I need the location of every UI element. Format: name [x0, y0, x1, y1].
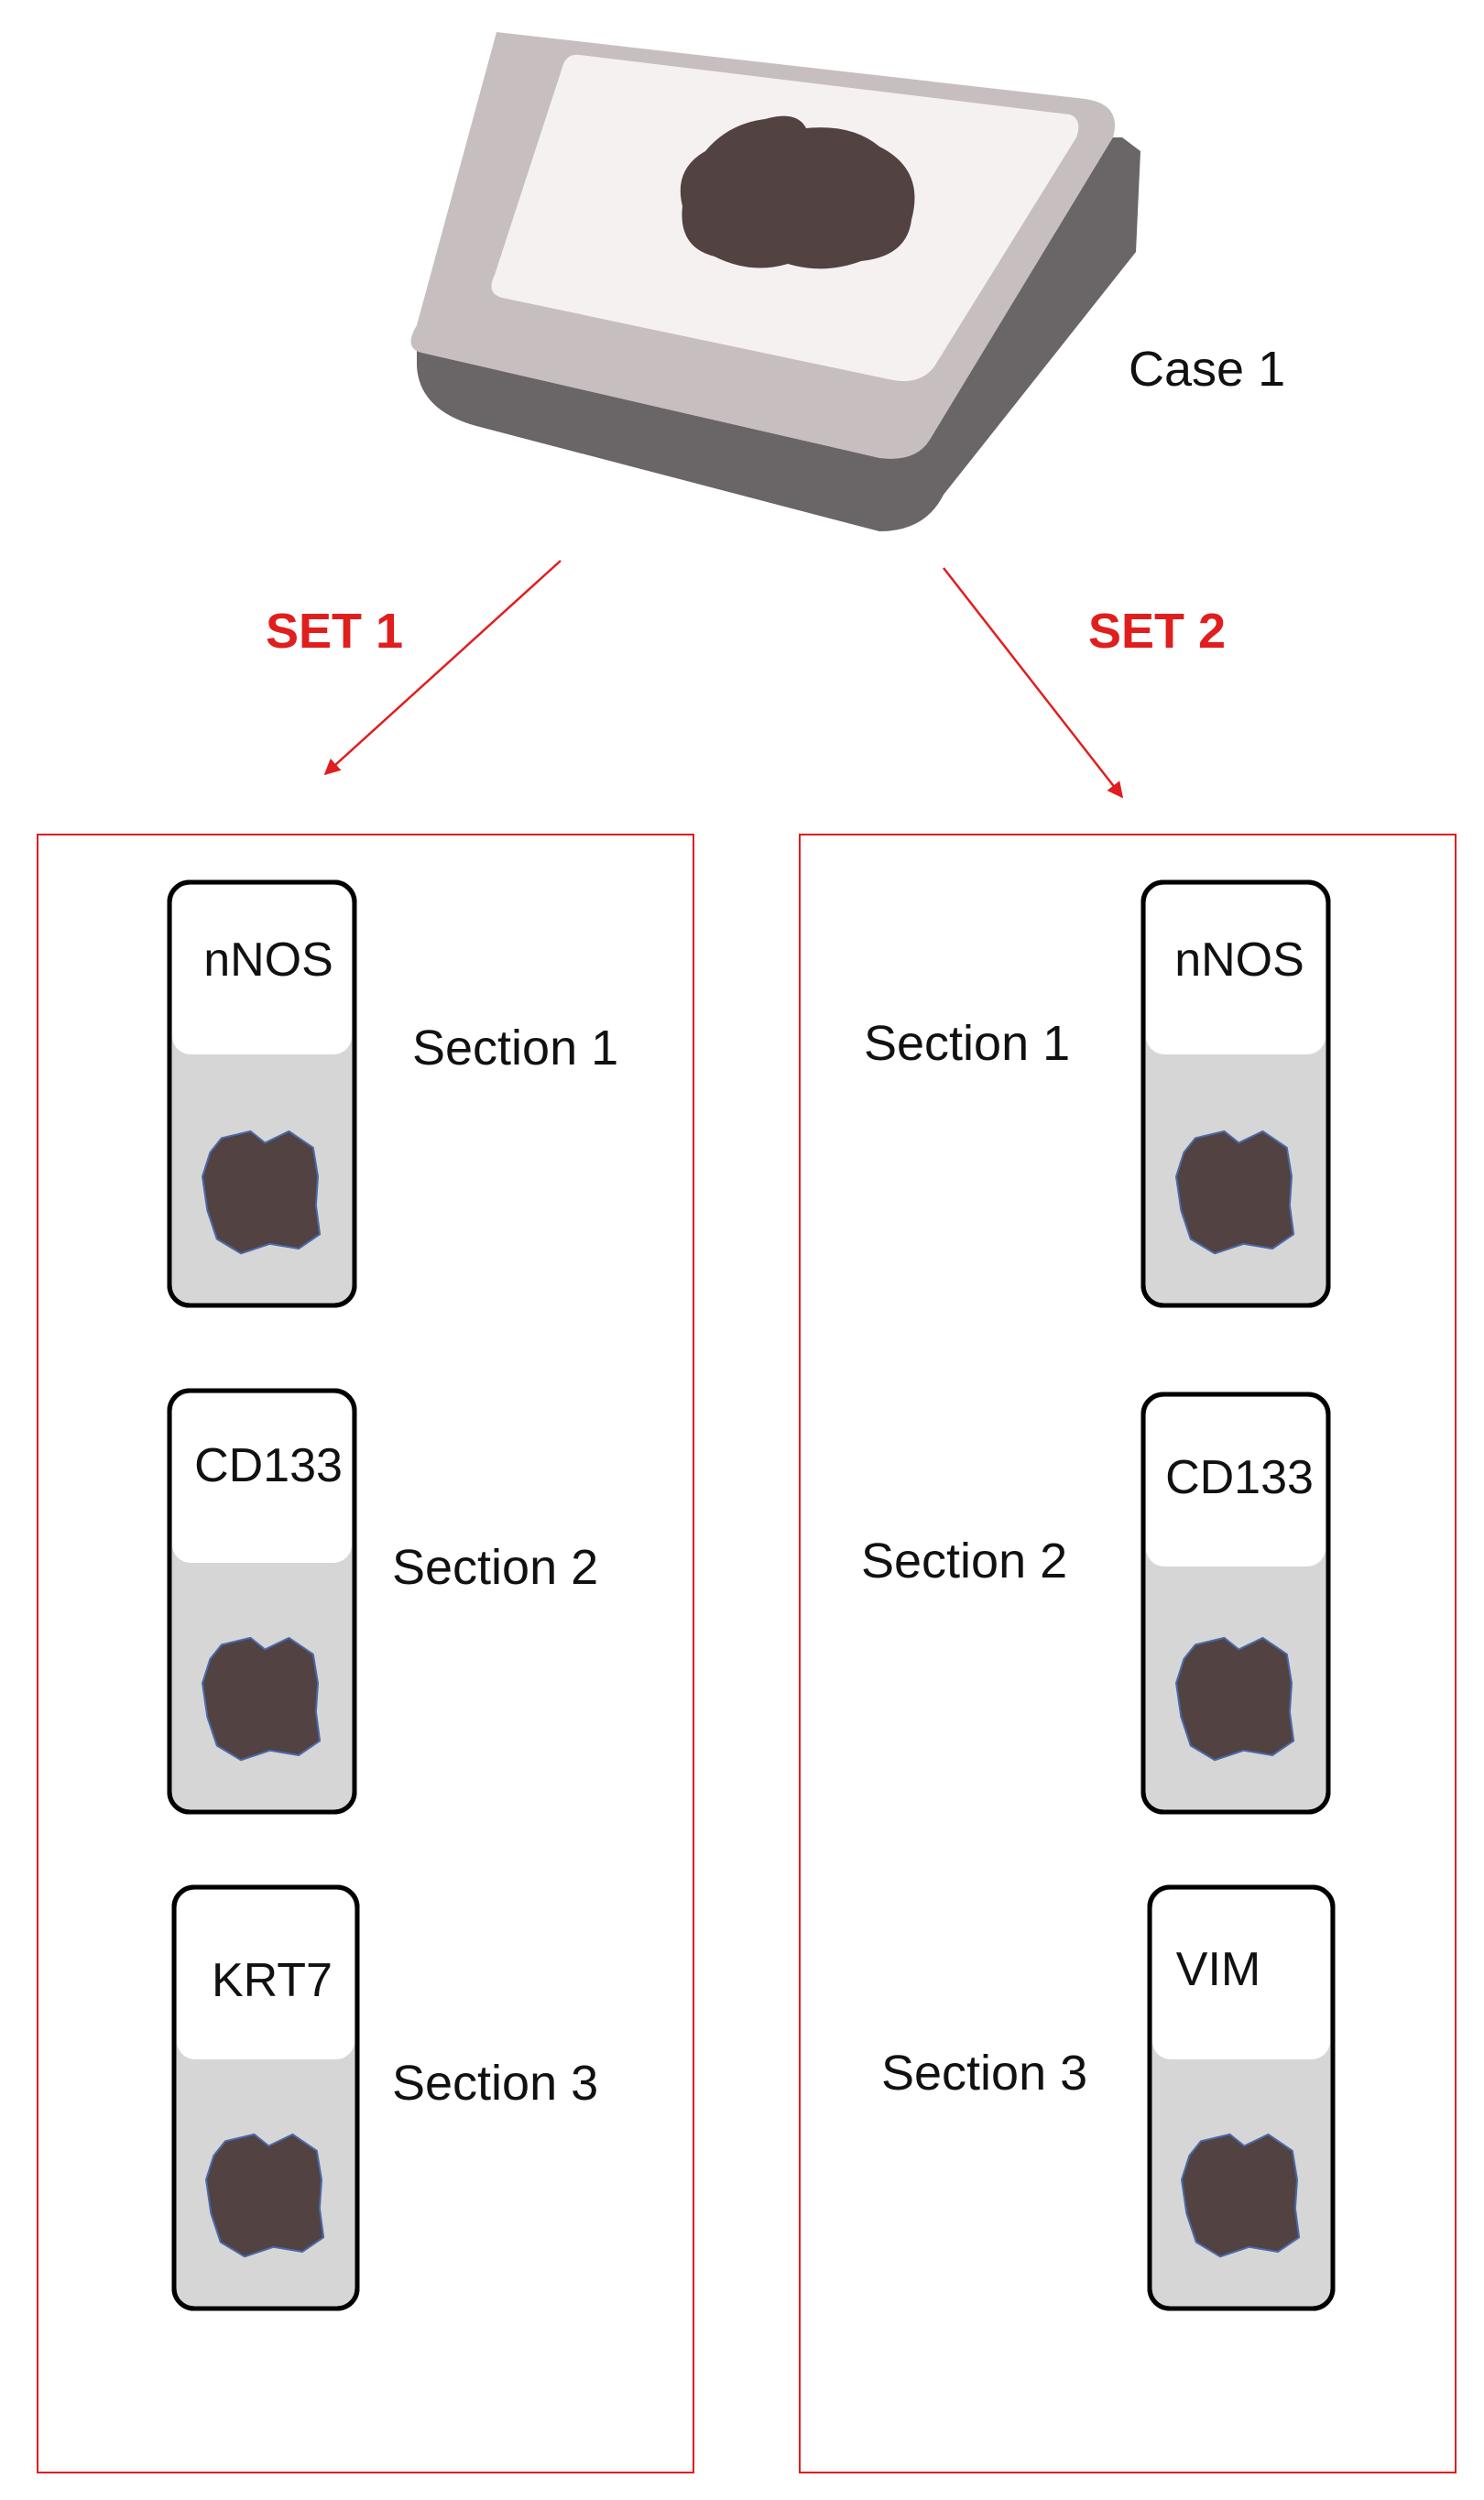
tissue-sample-icon: [1181, 2133, 1301, 2258]
set1-section2-label: Section 2: [392, 1540, 599, 1595]
glass-slide-icon: [171, 1884, 360, 2311]
set1-slide2-marker: CD133: [194, 1439, 343, 1492]
set1-arrow-icon: [323, 560, 562, 776]
glass-slide-icon: [1140, 1392, 1331, 1815]
set1-section1-label: Section 1: [412, 1021, 619, 1075]
set2-section2-label: Section 2: [861, 1534, 1068, 1588]
set2-slide3-marker: VIM: [1175, 1943, 1261, 1996]
set1-box: [37, 834, 694, 2473]
tissue-sample-icon: [205, 2133, 325, 2258]
set1-label: SET 1: [266, 604, 404, 659]
tissue-sample-icon: [202, 1636, 322, 1762]
tissue-sample-icon: [1175, 1130, 1295, 1255]
set2-box: [799, 834, 1457, 2473]
tissue-sample-icon: [202, 1130, 322, 1255]
set2-slide1-marker: nNOS: [1174, 933, 1304, 987]
glass-slide-icon: [1147, 1884, 1336, 2311]
glass-slide-icon: [1140, 879, 1331, 1308]
case-label: Case 1: [1129, 342, 1286, 397]
set2-arrow-icon: [943, 567, 1124, 799]
set2-section1-label: Section 1: [864, 1016, 1071, 1071]
set1-slide1-marker: nNOS: [203, 933, 333, 987]
tissue-sample-icon: [1175, 1636, 1295, 1762]
tissue-sample-icon: [680, 115, 915, 269]
set1-section3-label: Section 3: [392, 2056, 599, 2111]
slides-layer: [167, 879, 1336, 2311]
set1-slide3-marker: KRT7: [212, 1954, 333, 2007]
set2-section3-label: Section 3: [881, 2046, 1088, 2101]
glass-slide-icon: [167, 1388, 357, 1815]
tissue-cassette-icon: [410, 32, 1140, 531]
glass-slide-icon: [167, 879, 357, 1308]
set2-label: SET 2: [1088, 604, 1227, 659]
set2-slide2-marker: CD133: [1165, 1451, 1314, 1504]
